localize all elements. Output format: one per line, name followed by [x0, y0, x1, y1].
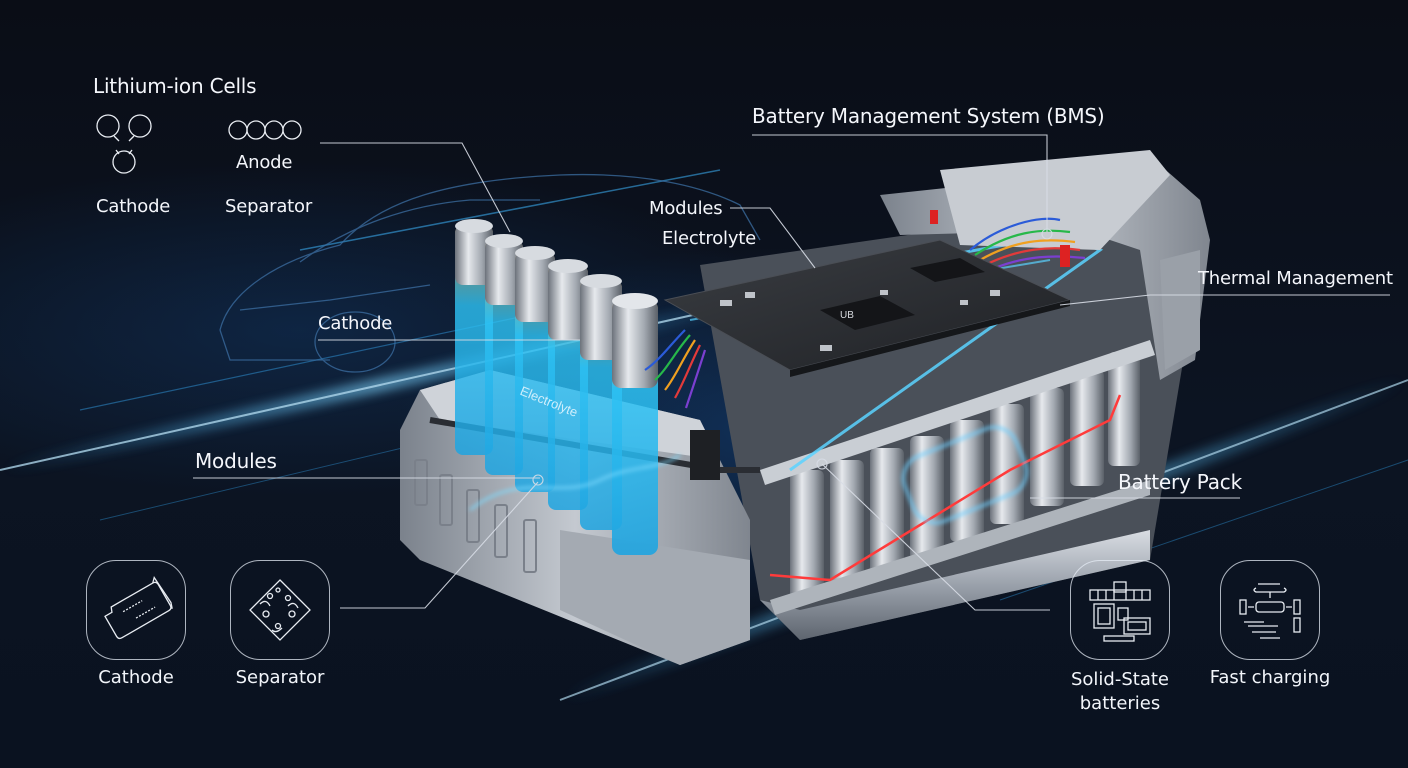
chip-marking: UB — [840, 310, 854, 321]
separator-icon-tile — [230, 560, 330, 660]
cathode-icon-tile — [86, 560, 186, 660]
solid-state-label-line2: batteries — [1079, 693, 1161, 714]
electrolyte-label: Electrolyte — [662, 228, 757, 249]
solid-state-icon-tile — [1070, 560, 1170, 660]
cells-separator-label: Separator — [225, 196, 313, 217]
fast-charging-icon — [1239, 583, 1301, 639]
cells-cathode-label: Cathode — [96, 196, 171, 217]
cathode-icon-label: Cathode — [98, 667, 174, 688]
solid-state-icon-label: Solid-State batteries — [1050, 668, 1190, 716]
lithium-ion-cells-heading: Lithium-ion Cells — [93, 74, 257, 98]
solid-state-icon — [1089, 581, 1151, 642]
leader-lines — [193, 134, 1390, 611]
battery-pack-housing — [689, 150, 1210, 640]
cathode-mid-label: Cathode — [318, 313, 393, 334]
cathode-molecule-icon — [96, 114, 152, 174]
lithium-ion-cell-group: Electrolyte — [455, 219, 681, 555]
bms-circuit-board: UB — [644, 239, 1072, 409]
fast-charging-icon-label: Fast charging — [1209, 667, 1331, 688]
cathode-icon — [104, 575, 173, 640]
separator-icon — [249, 579, 311, 641]
solid-state-label-line1: Solid-State — [1070, 669, 1169, 690]
separator-icon-label: Separator — [235, 667, 325, 688]
battery-pack-label: Battery Pack — [1118, 470, 1242, 494]
cells-anode-label: Anode — [236, 152, 293, 173]
bms-label: Battery Management System (BMS) — [752, 104, 1105, 128]
fast-charging-icon-tile — [1220, 560, 1320, 660]
modules-top-label: Modules — [649, 198, 723, 219]
thermal-management-label: Thermal Management — [1198, 268, 1393, 289]
car-outline-graphic — [219, 173, 761, 373]
modules-left-label: Modules — [195, 449, 277, 473]
anode-chain-icon — [228, 120, 302, 140]
